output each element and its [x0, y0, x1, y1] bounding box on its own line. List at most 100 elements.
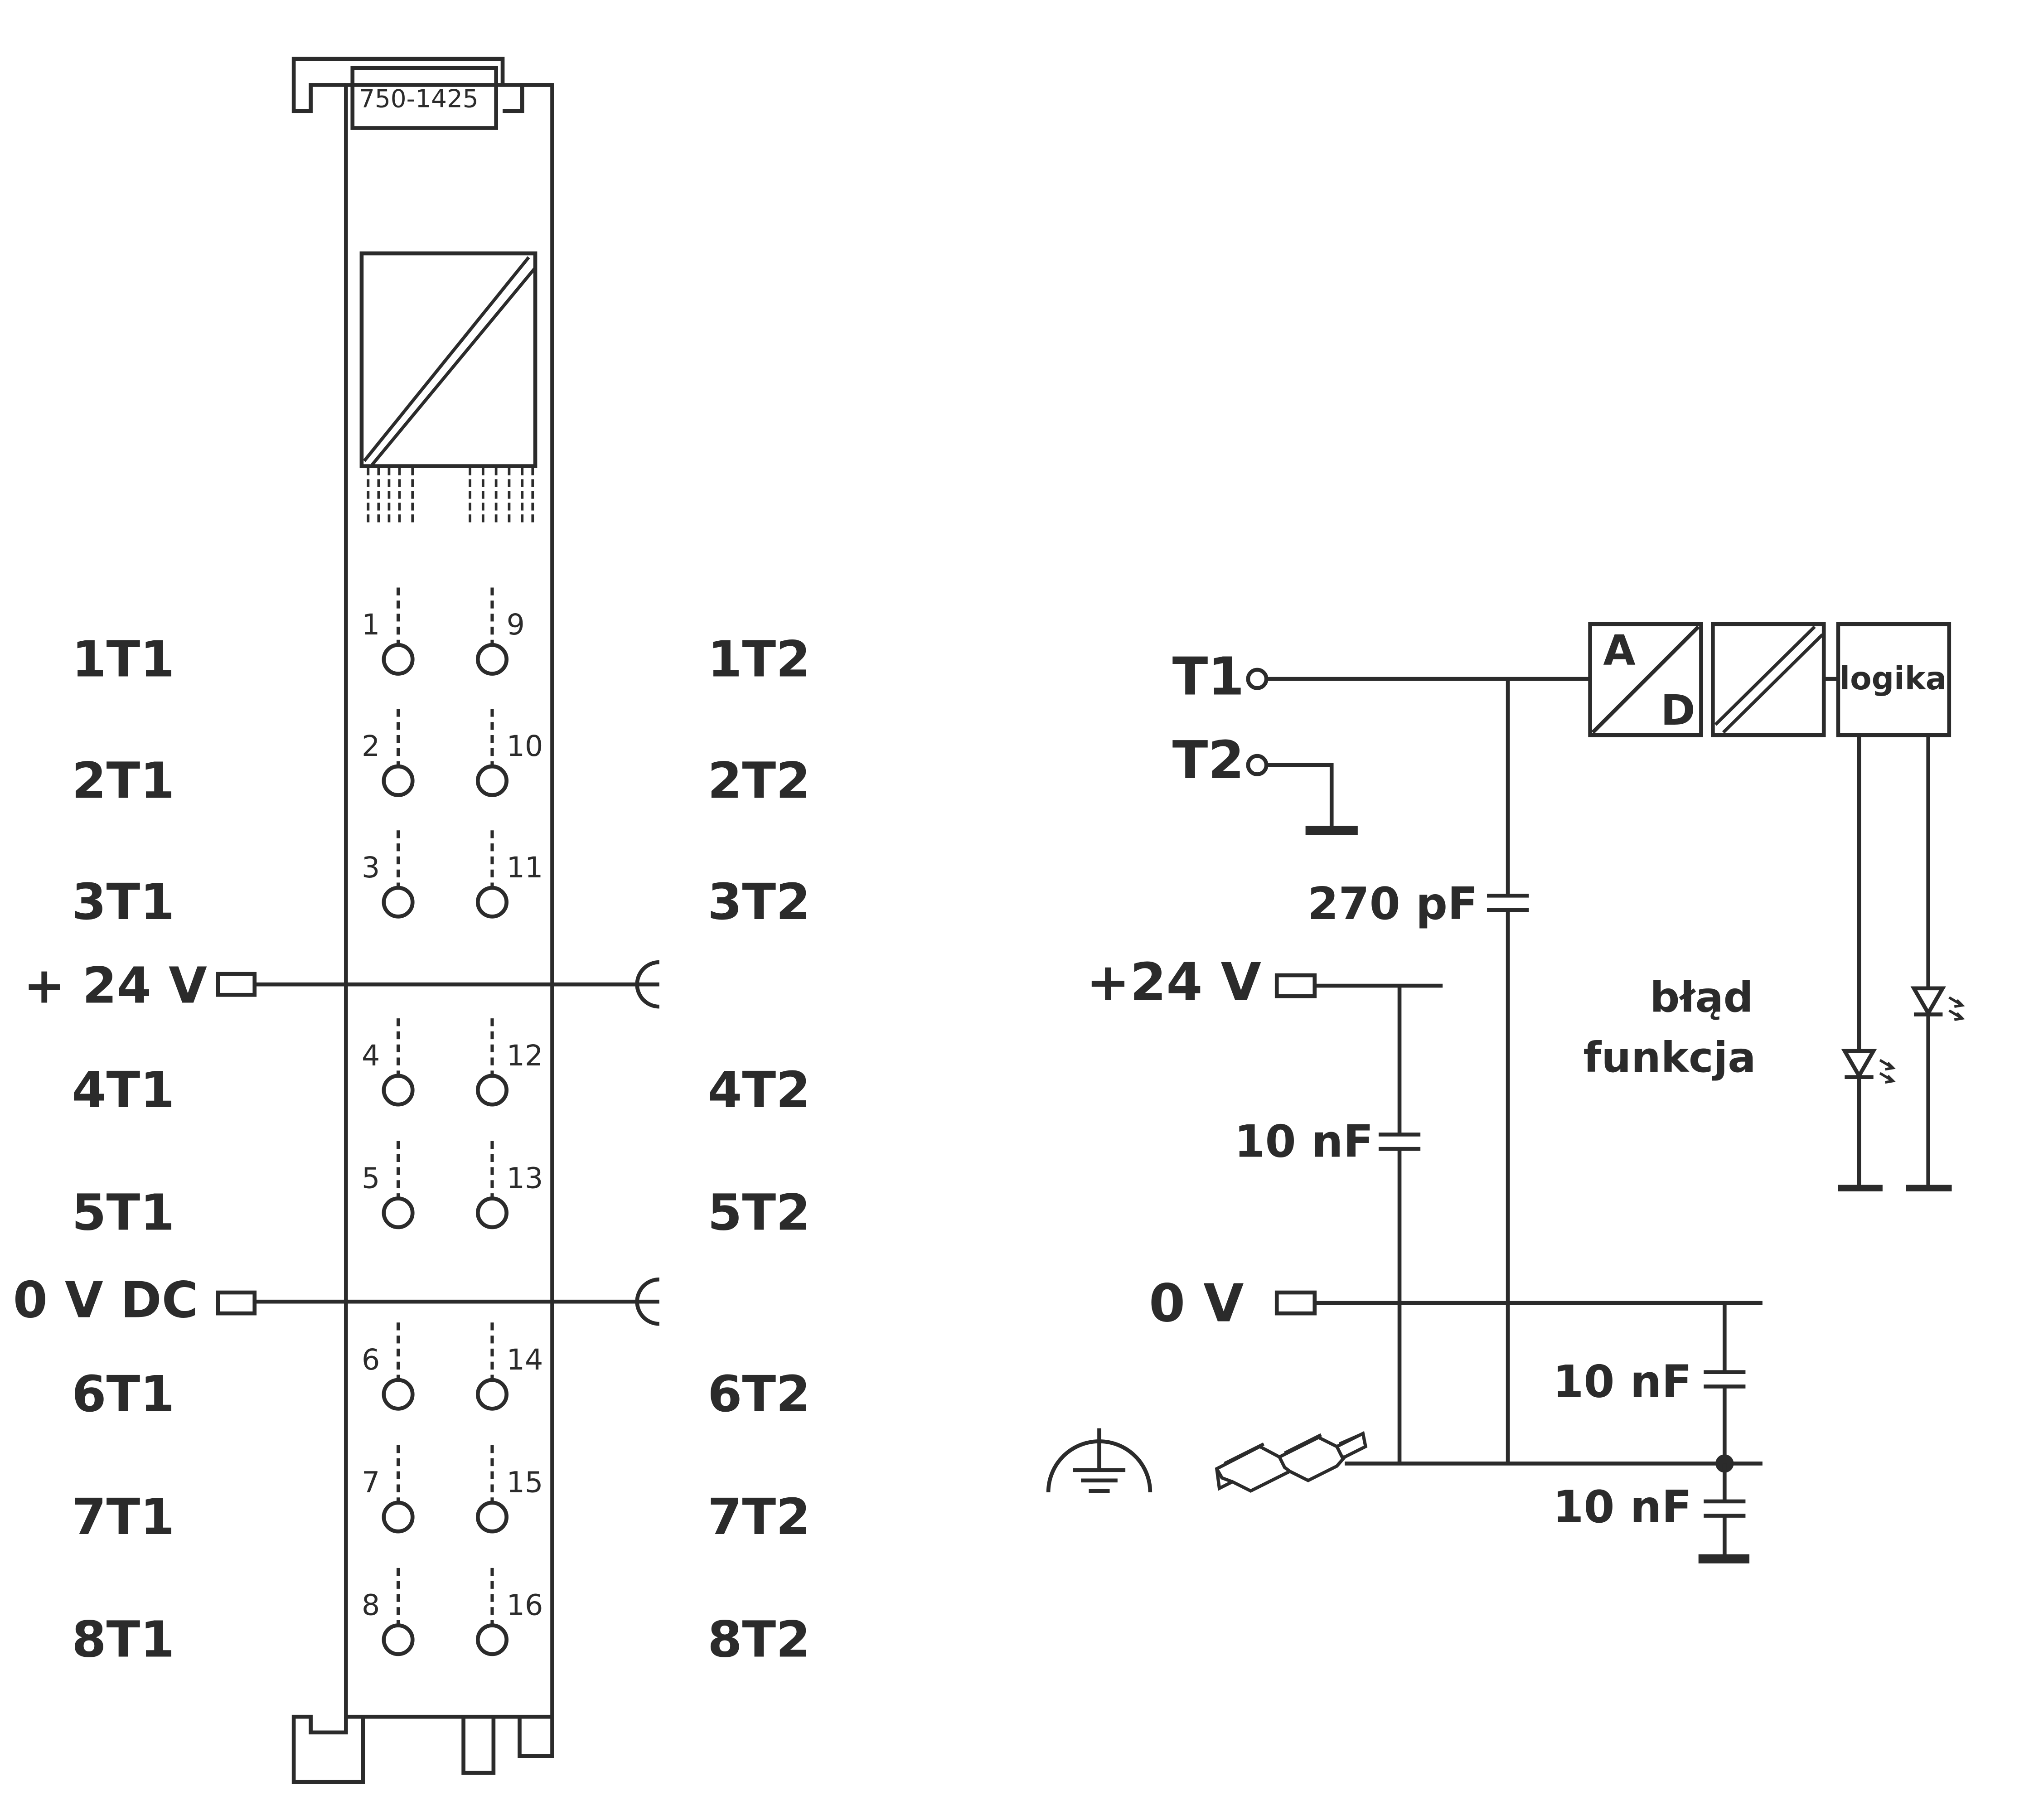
zero-module-label: 0 V DC — [13, 1271, 198, 1329]
logic-block — [1836, 622, 1952, 737]
error-led-diode — [1841, 1049, 1877, 1080]
left-terminal-point[interactable] — [382, 1196, 415, 1229]
cap-10nf-supply-label: 10 nF — [1234, 1116, 1373, 1167]
right-terminal-point[interactable] — [475, 643, 508, 676]
left-channel-label: 6T1 — [72, 1365, 174, 1423]
left-pin-number: 5 — [362, 1162, 380, 1195]
ad-diagonal — [1591, 625, 1700, 734]
t1-label: T1 — [1172, 647, 1245, 707]
ad-label-a: A — [1603, 625, 1635, 674]
supply-zero-rail — [216, 1277, 659, 1326]
zero-schematic-contact — [1274, 1290, 1317, 1316]
right-terminal-point[interactable] — [475, 1196, 508, 1229]
left-pin-number: 3 — [362, 851, 380, 884]
left-pin-number: 8 — [362, 1588, 380, 1622]
left-terminal-point[interactable] — [382, 1501, 415, 1534]
left-pin-number: 7 — [362, 1466, 380, 1499]
right-pin-number: 10 — [507, 729, 543, 763]
zero-jumper — [635, 1277, 659, 1326]
right-pin-number: 14 — [507, 1343, 543, 1376]
cap-10nf-zero-label: 10 nF — [1553, 1356, 1692, 1408]
part-number: 750-1425 — [359, 84, 478, 113]
right-pin-number: 12 — [507, 1039, 543, 1072]
left-pin-number: 6 — [362, 1343, 380, 1376]
plus24-schematic-label: +24 V — [1086, 952, 1261, 1013]
zero-contact — [216, 1290, 257, 1316]
top-right-clip — [503, 83, 552, 113]
right-channel-label: 1T2 — [707, 630, 810, 688]
left-terminal-point[interactable] — [382, 1378, 415, 1411]
part-number-plate — [350, 66, 498, 130]
t2-label: T2 — [1172, 730, 1245, 791]
left-terminal-point[interactable] — [382, 886, 415, 919]
converter-diagonal-1 — [363, 256, 530, 462]
t2-terminal — [1246, 754, 1269, 776]
left-terminal-point[interactable] — [382, 1074, 415, 1107]
error-led-rays — [1879, 1059, 1896, 1084]
plus24-jumper — [635, 960, 659, 1009]
right-pin-number: 15 — [507, 1466, 543, 1499]
terminal-module: 750-1425 + 24 V 0 V DC 1 9 1T1 1T2 2 10 2T1 2T2… — [13, 57, 810, 1784]
left-pin-number: 1 — [362, 608, 380, 641]
right-terminal-point[interactable] — [475, 1623, 508, 1656]
isolation-diagonal-1 — [1714, 625, 1816, 726]
right-channel-label: 3T2 — [707, 873, 810, 931]
module-housing — [344, 83, 554, 1719]
t1-terminal — [1246, 668, 1269, 690]
led-error-label: błąd — [1650, 973, 1753, 1022]
left-channel-label: 4T1 — [72, 1061, 174, 1119]
ad-label-d: D — [1661, 686, 1695, 735]
right-terminal-point[interactable] — [475, 1378, 508, 1411]
right-channel-label: 6T2 — [707, 1365, 810, 1423]
right-channel-label: 2T2 — [707, 751, 810, 809]
left-terminal-point[interactable] — [382, 1623, 415, 1656]
logic-label: logika — [1839, 661, 1947, 697]
left-channel-label: 2T1 — [72, 751, 174, 809]
plus24-schematic-contact — [1274, 973, 1317, 998]
right-channel-label: 7T2 — [707, 1488, 810, 1546]
isolation-diagonal-2 — [1722, 633, 1824, 734]
function-led-rays — [1948, 996, 1965, 1021]
right-pin-number: 11 — [507, 851, 543, 884]
bottom-left-clip — [291, 1714, 365, 1784]
ad-converter-block — [1588, 622, 1703, 737]
supply-positive-rail — [216, 960, 659, 1009]
din-rail-icon — [1215, 1431, 1368, 1493]
t2-line — [1266, 763, 1334, 829]
led-function-label: funkcja — [1583, 1033, 1756, 1082]
left-channel-label: 5T1 — [72, 1184, 174, 1242]
function-led-branch — [1906, 735, 1965, 1191]
terminal-points: 1 9 1T1 1T2 2 10 2T1 2T2 3 11 3T1 3T2 4 12 4T1 4T2 5 13 5T… — [72, 587, 810, 1669]
left-channel-label: 3T1 — [72, 873, 174, 931]
left-terminal-point[interactable] — [382, 643, 415, 676]
converter-symbol — [359, 251, 538, 468]
isolation-block — [1711, 622, 1826, 737]
left-terminal-point[interactable] — [382, 764, 415, 797]
plus24-module-label: + 24 V — [24, 957, 207, 1015]
error-led-branch — [1838, 735, 1896, 1191]
cap-270pf-label: 270 pF — [1308, 878, 1478, 930]
right-pin-number: 13 — [507, 1162, 543, 1195]
left-pin-number: 4 — [362, 1039, 380, 1072]
converter-diagonal-2 — [371, 266, 537, 466]
left-channel-label: 1T1 — [72, 630, 174, 688]
left-channel-label: 7T1 — [72, 1488, 174, 1546]
bottom-latch — [461, 1717, 496, 1775]
earth-ground-icon — [1046, 1428, 1153, 1493]
function-led-diode — [1910, 986, 1946, 1017]
right-terminal-point[interactable] — [475, 764, 508, 797]
bottom-right-clip — [518, 1717, 554, 1758]
right-pin-number: 16 — [507, 1588, 543, 1622]
right-terminal-point[interactable] — [475, 886, 508, 919]
left-channel-label: 8T1 — [72, 1611, 174, 1669]
right-terminal-point[interactable] — [475, 1501, 508, 1534]
right-channel-label: 4T2 — [707, 1061, 810, 1119]
right-channel-label: 8T2 — [707, 1611, 810, 1669]
plus24-contact — [216, 972, 257, 997]
right-terminal-point[interactable] — [475, 1074, 508, 1107]
zero-schematic-label: 0 V — [1149, 1273, 1244, 1334]
top-left-clip — [291, 57, 505, 113]
left-pin-number: 2 — [362, 729, 380, 763]
right-pin-number: 9 — [507, 608, 525, 641]
